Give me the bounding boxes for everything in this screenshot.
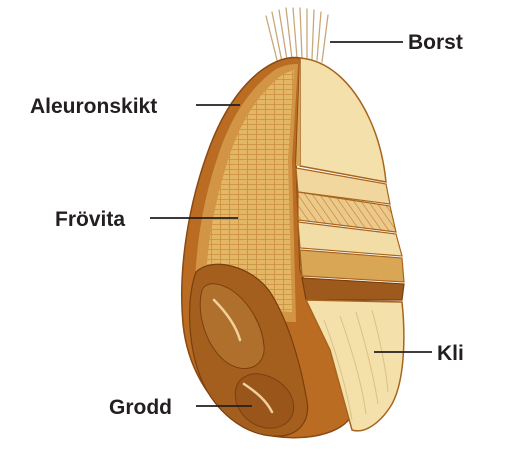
label-borst: Borst: [408, 32, 463, 53]
label-aleuronskikt: Aleuronskikt: [30, 96, 157, 117]
label-kli: Kli: [437, 343, 464, 364]
bran-cutaway-top: [300, 58, 386, 182]
label-frovita: Frövita: [55, 209, 125, 230]
brush-hairs: [266, 8, 328, 64]
label-grodd: Grodd: [109, 397, 172, 418]
